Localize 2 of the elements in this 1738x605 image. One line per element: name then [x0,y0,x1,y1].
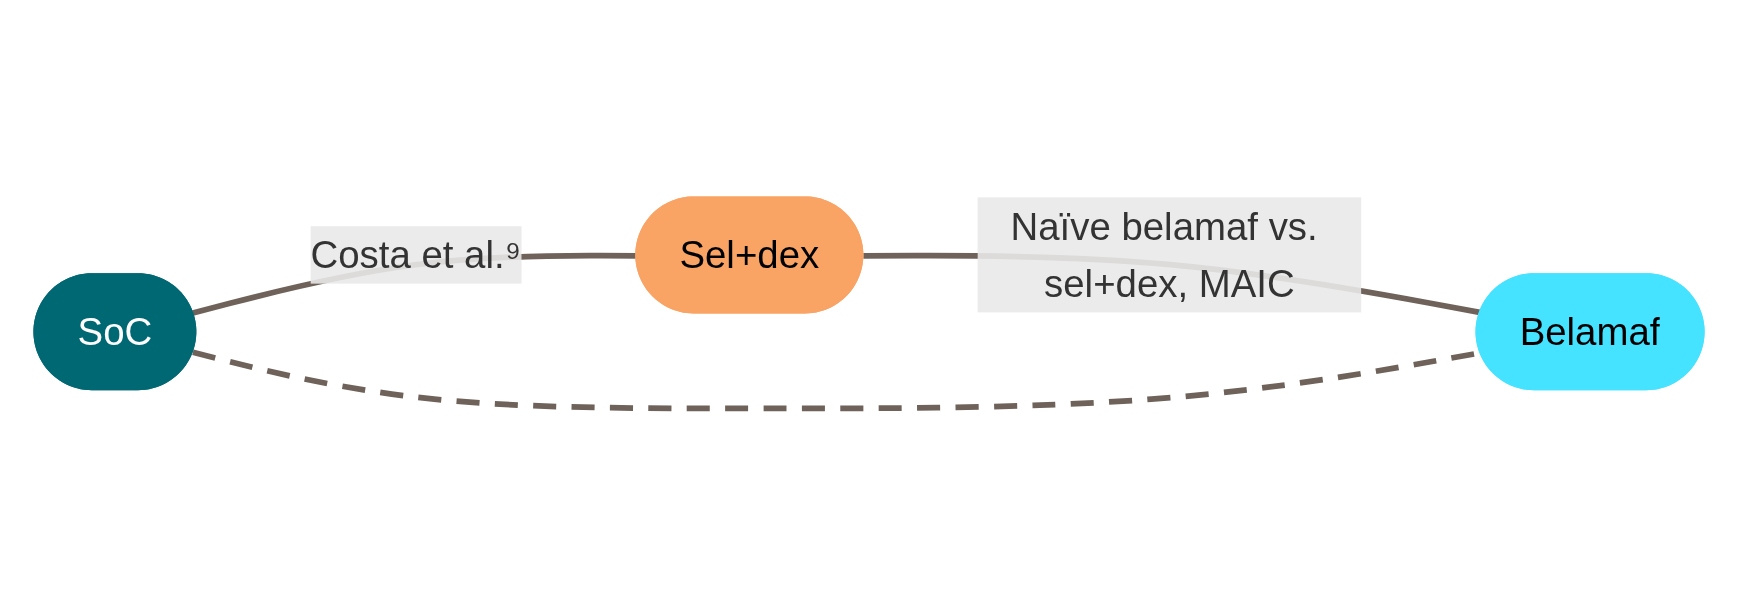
edge-label: Costa et al.⁹ [310,233,522,276]
edge-label: Naïve belamaf vs. sel+dex, MAIC [1010,204,1318,305]
